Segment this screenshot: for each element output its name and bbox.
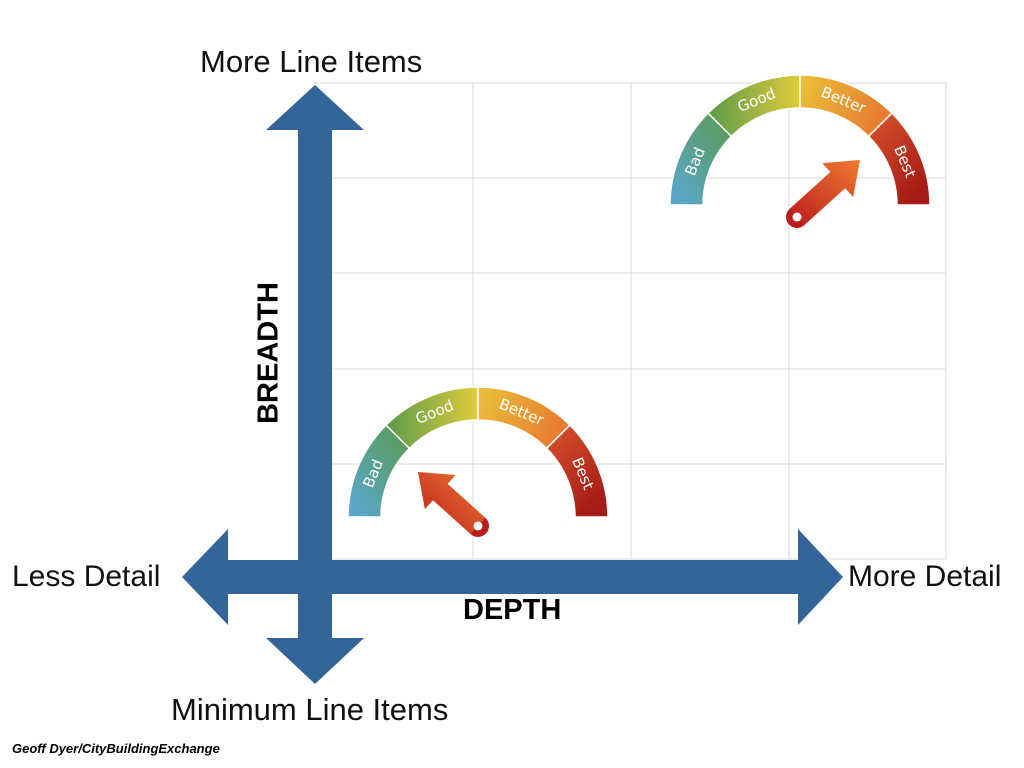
horizontal-axis-arrow — [182, 529, 843, 625]
gauge-segment-best — [867, 112, 931, 206]
gauge-needle-arrow — [418, 472, 486, 535]
bottom-label: Minimum Line Items — [171, 692, 449, 727]
quadrant-grid — [314, 82, 947, 560]
needle-pivot-dot — [473, 521, 483, 531]
vertical-axis-arrow — [266, 85, 364, 684]
axes — [182, 85, 843, 684]
top-label: More Line Items — [200, 44, 423, 79]
credit-text: Geoff Dyer/CityBuildingExchange — [12, 741, 220, 756]
breadth-axis-title: BREADTH — [252, 282, 285, 424]
gauge-segment-best — [545, 424, 609, 518]
right-label: More Detail — [848, 560, 1002, 593]
gauge-needle-arrow — [789, 160, 860, 226]
needle-pivot-dot — [792, 212, 802, 222]
left-label: Less Detail — [12, 560, 161, 593]
depth-axis-title: DEPTH — [463, 594, 562, 626]
